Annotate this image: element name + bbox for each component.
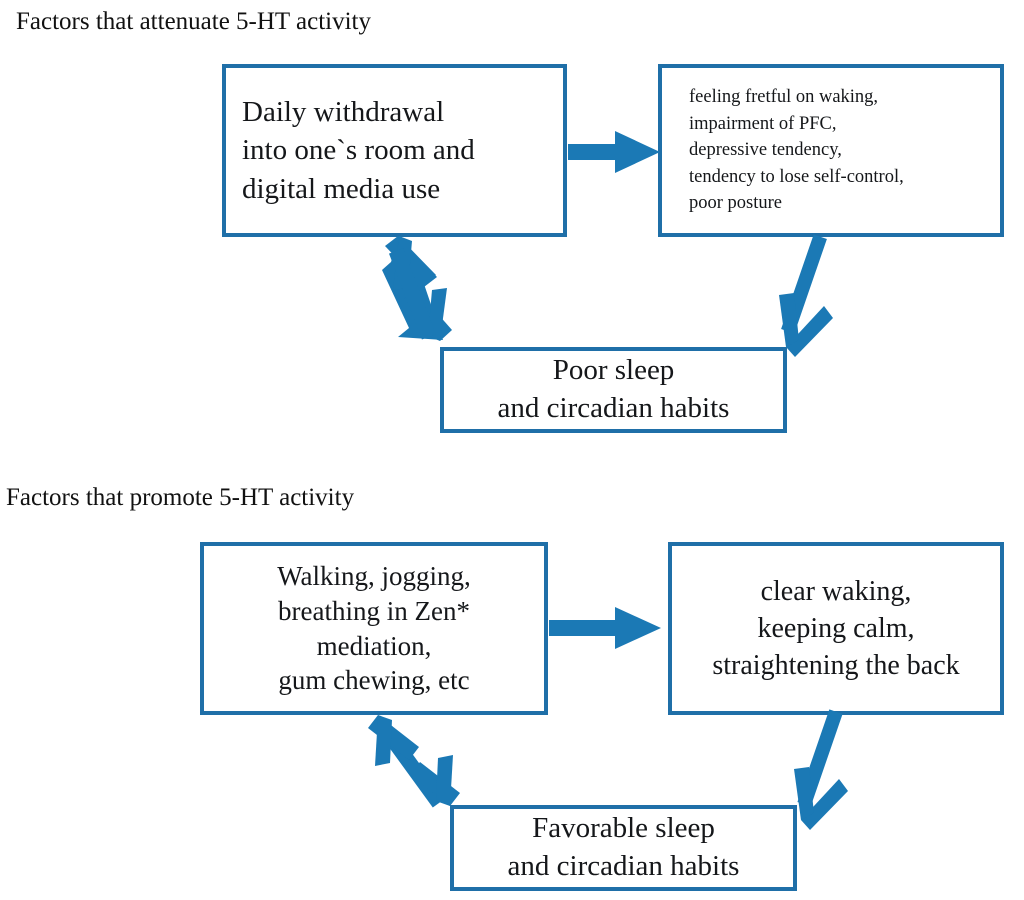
arrow-attenuate-effects-to-sleep (779, 234, 833, 357)
node-daily-withdrawal: Daily withdrawal into one`s room and dig… (222, 64, 567, 237)
node-favorable-sleep: Favorable sleep and circadian habits (450, 805, 797, 891)
arrow-attenuate-cause-to-sleep-double (382, 236, 452, 341)
node-daily-withdrawal-text: Daily withdrawal into one`s room and dig… (242, 96, 475, 205)
node-attenuate-effects-text: feeling fretful on waking, impairment of… (689, 87, 904, 214)
node-attenuate-effects: feeling fretful on waking, impairment of… (658, 64, 1004, 237)
node-promote-effects: clear waking, keeping calm, straightenin… (668, 542, 1004, 715)
node-poor-sleep-text: Poor sleep and circadian habits (497, 354, 730, 424)
arrow-promote-cause-to-effects (549, 607, 661, 649)
arrow-attenuate-cause-to-effects (568, 131, 660, 173)
section-label-attenuate: Factors that attenuate 5-HT activity (16, 8, 371, 35)
node-promote-activities-text: Walking, jogging, breathing in Zen* medi… (277, 561, 471, 696)
node-promote-effects-text: clear waking, keeping calm, straightenin… (712, 575, 960, 682)
arrow-promote-cause-to-sleep-double (368, 715, 460, 808)
section-label-promote: Factors that promote 5-HT activity (6, 484, 355, 511)
node-poor-sleep: Poor sleep and circadian habits (440, 347, 787, 433)
arrow-promote-effects-to-sleep (794, 709, 848, 830)
node-promote-activities: Walking, jogging, breathing in Zen* medi… (200, 542, 548, 715)
node-favorable-sleep-text: Favorable sleep and circadian habits (507, 812, 740, 882)
